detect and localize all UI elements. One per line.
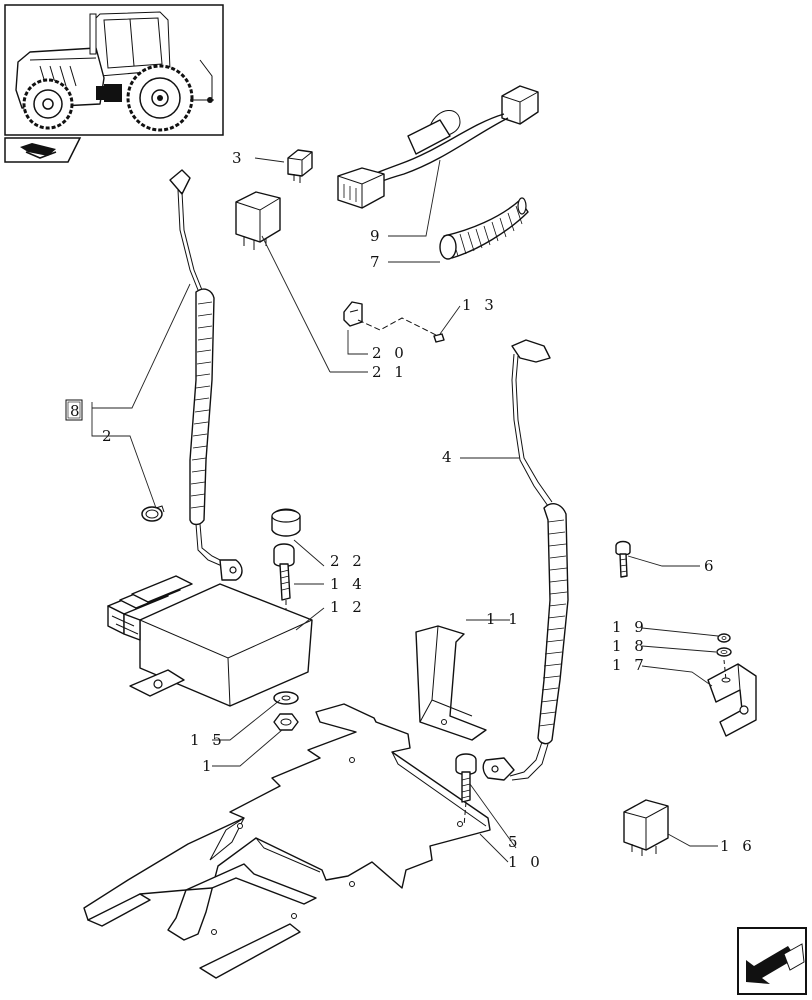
part-7-corrugated-sleeve [439,197,529,260]
callout-8: 8 [70,402,80,420]
callout-14: 1 4 [330,575,366,593]
part-11-bracket [415,625,487,741]
part-12-control-module [107,575,313,707]
callout-11: 1 1 [486,610,522,628]
callout-12: 1 2 [330,598,366,616]
part-13-screw [433,333,445,343]
section-book-icon[interactable] [4,137,82,163]
part-20-clip [343,301,439,337]
part-10-mounting-plate [83,703,491,979]
part-2-clamp [141,505,165,522]
callout-22: 2 2 [330,552,366,570]
part-2-cable-left [169,169,243,581]
part-15-washer [273,691,299,705]
leader-lines [91,157,719,863]
next-page-arrow-icon[interactable] [737,927,807,995]
callout-labels: 3 9 7 1 3 2 0 2 1 2 4 6 2 2 1 4 1 2 1 1 … [102,149,756,871]
part-1-nut [273,713,299,731]
callout-7: 7 [370,253,384,271]
callout-4: 4 [442,448,456,466]
callout-15: 1 5 [190,731,226,749]
callout-18: 1 8 [612,637,648,655]
callout-2: 2 [102,427,116,445]
part-22-cap [271,508,301,537]
callout-1: 1 [202,757,216,775]
tractor-thumbnail-icon[interactable] [4,4,224,136]
callout-3: 3 [232,149,246,167]
callout-20: 2 0 [372,344,408,362]
part-18-washer [716,647,732,657]
callout-19: 1 9 [612,618,648,636]
part-9-wiring-harness [337,85,539,209]
callout-5: 5 [508,833,522,851]
part-4-cable-right [482,339,569,781]
part-14-bolt [273,543,295,630]
callout-9: 9 [370,227,384,245]
callout-21: 2 1 [372,363,408,381]
part-19-washer [717,633,731,643]
part-16-relay [623,799,669,856]
part-5-bolt [455,753,477,827]
callout-13: 1 3 [462,296,498,314]
part-6-screw [615,540,631,578]
callout-17: 1 7 [612,656,648,674]
callout-16: 1 6 [720,837,756,855]
callout-6: 6 [704,557,718,575]
callout-8-box: 8 [65,399,83,421]
callout-10: 1 0 [508,853,544,871]
part-17-bracket [707,659,757,737]
part-3-small-relay [287,149,313,183]
part-21-relay [235,191,281,250]
